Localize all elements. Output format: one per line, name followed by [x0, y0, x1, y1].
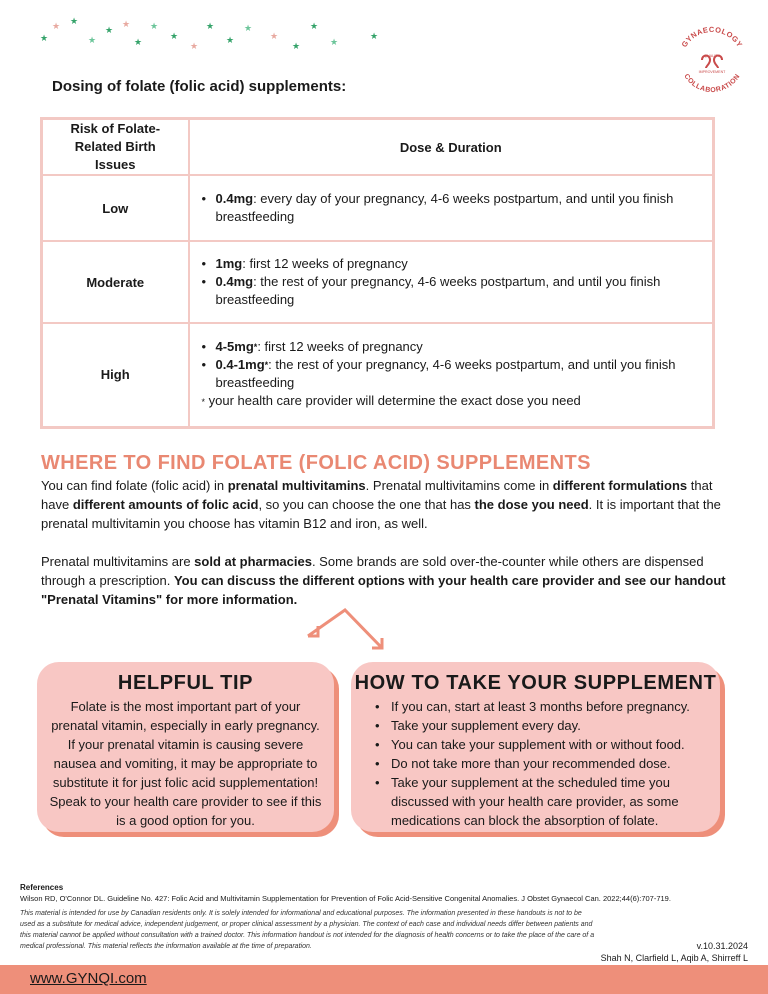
- bold-text: sold at pharmacies: [194, 554, 312, 569]
- gynaecology-collaboration-logo: GYNAECOLOGY COLLABORATION QUALITY IMPROV…: [680, 25, 745, 94]
- references-title: References: [20, 883, 64, 892]
- dose-moderate: 1mg: first 12 weeks of pregnancy 0.4mg: …: [187, 240, 715, 324]
- table-row: High 4-5mg*: first 12 weeks of pregnancy…: [40, 322, 715, 428]
- bold-text: different amounts of folic acid: [72, 497, 259, 512]
- dose-item: 0.4mg: the rest of your pregnancy, 4-6 w…: [202, 273, 705, 309]
- section-heading: Where to find folate (folic acid) supple…: [41, 452, 591, 474]
- star-icon: ★: [330, 37, 339, 47]
- paragraph-where-to-find: You can find folate (folic acid) in pren…: [41, 476, 731, 533]
- star-icon: ★: [70, 16, 79, 26]
- star-icon: ★: [310, 21, 319, 31]
- dose-note: * your health care provider will determi…: [201, 393, 581, 409]
- star-icon: ★: [292, 41, 301, 51]
- star-icon: ★: [105, 25, 114, 35]
- list-item: If you can, start at least 3 months befo…: [375, 697, 710, 716]
- list-item: You can take your supplement with or wit…: [375, 735, 710, 754]
- text-run: that have: [41, 478, 713, 512]
- website-link[interactable]: www.GYNQI.com: [30, 970, 147, 987]
- decorative-stars: ★★★★★★★★★★★★★★★★★★: [30, 12, 420, 57]
- star-icon: ★: [52, 21, 61, 31]
- text-run: Prenatal multivitamins are: [41, 554, 195, 569]
- bold-text: prenatal multivitamins: [227, 478, 366, 493]
- text-run: , so you can choose the one that has: [258, 497, 475, 512]
- helpful-tip-card: Helpful Tip Folate is the most important…: [37, 662, 334, 832]
- dose-item: 0.4-1mg*: the rest of your pregnancy, 4-…: [202, 356, 705, 392]
- table-header-risk-label: Risk of Folate-Related Birth Issues: [70, 121, 161, 172]
- how-to-take-title: How to take your supplement: [354, 672, 717, 694]
- bold-text: different formulations: [552, 478, 688, 493]
- list-item: Take your supplement every day.: [375, 716, 710, 735]
- dose-low: 0.4mg: every day of your pregnancy, 4-6 …: [187, 174, 715, 242]
- references-text: Wilson RD, O'Connor DL. Guideline No. 42…: [20, 894, 671, 903]
- helpful-tip-text: Folate is the most important part of you…: [49, 699, 322, 828]
- text-run: . Some brands are sold over-the-counter …: [41, 554, 704, 588]
- star-icon: ★: [190, 41, 199, 51]
- paragraph-pharmacies: Prenatal multivitamins are sold at pharm…: [41, 552, 731, 609]
- star-icon: ★: [40, 33, 49, 43]
- risk-high: High: [40, 322, 190, 428]
- down-arrow-icon: [307, 608, 384, 650]
- star-icon: ★: [226, 35, 235, 45]
- bold-text: You can discuss the different options wi…: [41, 573, 726, 607]
- risk-low: Low: [40, 174, 190, 242]
- text-run: You can find folate (folic acid) in: [41, 478, 228, 493]
- table-header-dose: Dose & Duration: [187, 117, 715, 176]
- svg-text:GYNAECOLOGY: GYNAECOLOGY: [680, 25, 745, 49]
- star-icon: ★: [88, 35, 97, 45]
- dose-item: 0.4mg: every day of your pregnancy, 4-6 …: [202, 190, 705, 226]
- table-row: Moderate 1mg: first 12 weeks of pregnanc…: [40, 240, 715, 324]
- dose-high: 4-5mg*: first 12 weeks of pregnancy 0.4-…: [187, 322, 715, 428]
- table-header-risk: Risk of Folate-Related Birth Issues: [40, 117, 190, 176]
- star-icon: ★: [134, 37, 143, 47]
- star-icon: ★: [150, 21, 159, 31]
- logo-top-text: GYNAECOLOGY: [680, 25, 744, 49]
- authors: Shah N, Clarfield L, Aqib A, Shirreff L: [600, 953, 748, 963]
- page-title: Dosing of folate (folic acid) supplement…: [52, 78, 347, 95]
- bold-text: the dose you need: [474, 497, 589, 512]
- risk-moderate: Moderate: [40, 240, 190, 324]
- star-icon: ★: [244, 23, 253, 33]
- dosing-table: Risk of Folate-Related Birth Issues Dose…: [40, 117, 715, 429]
- logo-bottom-text: COLLABORATION: [682, 73, 741, 94]
- dose-item: 1mg: first 12 weeks of pregnancy: [202, 255, 705, 273]
- how-to-take-card: How to take your supplement If you can, …: [351, 662, 720, 832]
- star-icon: ★: [122, 19, 131, 29]
- table-row: Low 0.4mg: every day of your pregnancy, …: [40, 174, 715, 242]
- star-icon: ★: [206, 21, 215, 31]
- logo-ribbon-icon: [701, 54, 723, 69]
- footer-bar: www.GYNQI.com: [0, 965, 768, 994]
- list-item: Do not take more than your recommended d…: [375, 754, 710, 773]
- list-item: Take your supplement at the scheduled ti…: [375, 773, 710, 830]
- star-icon: ★: [370, 31, 379, 41]
- text-run: . It is important that the prenatal mult…: [41, 497, 721, 531]
- star-icon: ★: [170, 31, 179, 41]
- svg-text:COLLABORATION: COLLABORATION: [682, 73, 741, 94]
- version-number: v.10.31.2024: [696, 941, 748, 951]
- disclaimer-text: This material is intended for use by Can…: [20, 910, 595, 950]
- logo-improvement-text: IMPROVEMENT: [699, 70, 727, 74]
- star-icon: ★: [270, 31, 279, 41]
- helpful-tip-title: Helpful Tip: [117, 672, 254, 694]
- text-run: . Prenatal multivitamins come in: [365, 478, 553, 493]
- version-info: v.10.31.2024 Shah N, Clarfield L, Aqib A…: [601, 940, 748, 964]
- logo-quality-text: QUALITY: [704, 54, 720, 58]
- dose-item: 4-5mg*: first 12 weeks of pregnancy: [202, 338, 705, 356]
